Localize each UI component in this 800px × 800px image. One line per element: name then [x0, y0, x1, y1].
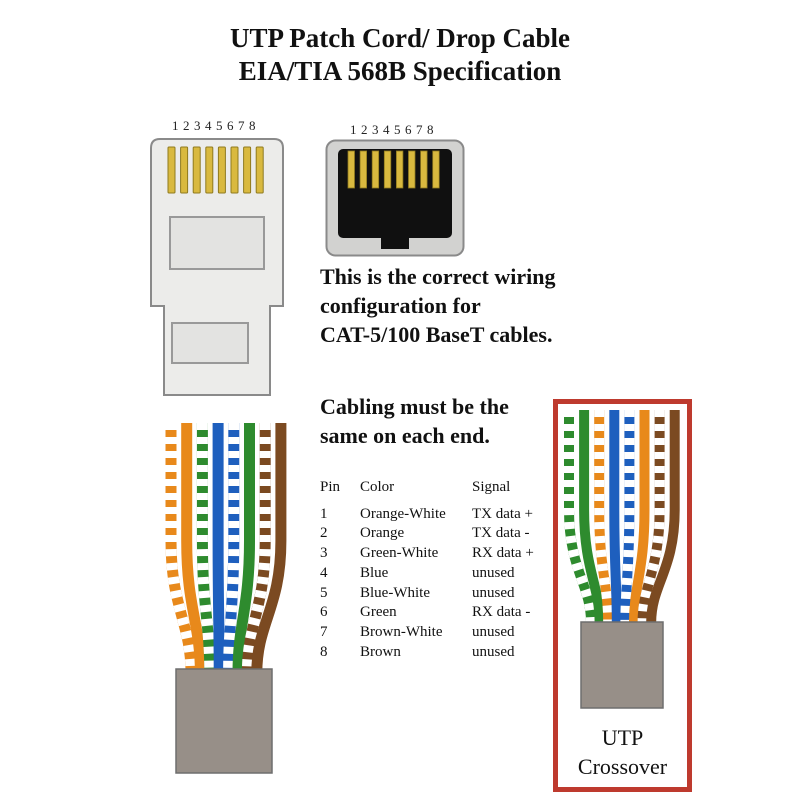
wire-brown-white [637, 410, 665, 660]
pinout-cell: Green [360, 604, 397, 621]
wire-blue-white [620, 410, 635, 660]
plug-gold-pins [167, 146, 264, 194]
pinout-cell: 3 [320, 545, 328, 562]
cabling-note: Cabling must be the same on each end. [320, 394, 509, 448]
page-title-line1: UTP Patch Cord/ Drop Cable [229, 23, 570, 53]
pinout-cell: unused [472, 643, 515, 660]
pinout-cell: RX data - [472, 604, 531, 621]
plug-pin-numbers: 12345678 [172, 118, 260, 133]
wire-orange-white [594, 410, 614, 660]
wire-blue [212, 423, 225, 723]
wire-brown [646, 410, 680, 660]
pinout-table: Pin Color Signal 1 Orange-White TX data + 2 Ora… [320, 478, 577, 662]
pinout-cell: unused [472, 584, 515, 601]
cable-jacket [580, 621, 664, 709]
jack-latch-notch [381, 238, 409, 249]
crossover-label: UTP Crossover [577, 725, 668, 779]
wiring-note: This is the correct wiring configuration… [320, 264, 556, 347]
straight-cable-diagram [165, 423, 287, 774]
crossover-cable-diagram [564, 410, 680, 709]
pinout-cell: TX data + [472, 505, 533, 522]
pinout-cell: Orange [360, 525, 405, 542]
pinout-cell: unused [472, 623, 515, 640]
plug-contact-window [169, 216, 265, 270]
wire-orange [181, 423, 206, 723]
rj45-jack-diagram [325, 139, 465, 257]
page-title-line2: EIA/TIA 568B Specification [238, 56, 562, 86]
wire-green [232, 423, 255, 723]
pinout-header-pin: Pin [320, 479, 341, 495]
pinout-cell: 1 [320, 505, 328, 522]
wire-green-white [564, 410, 596, 660]
jack-gold-pins [347, 150, 440, 189]
pinout-cell: 8 [320, 643, 328, 660]
pinout-cell: Brown-White [360, 623, 443, 640]
wire-green [579, 410, 605, 660]
wire-brown [251, 423, 287, 723]
jack-pin-numbers: 12345678 [350, 122, 438, 137]
wire-orange [629, 410, 650, 660]
pinout-cell: 2 [320, 525, 328, 542]
plug-latch-window [171, 322, 249, 364]
wire-stripe-orange-white [165, 423, 197, 723]
wire-blue [609, 410, 622, 660]
pinout-cell: 6 [320, 604, 328, 621]
pinout-cell: TX data - [472, 525, 530, 542]
pinout-cell: unused [472, 564, 515, 581]
pinout-header-color: Color [360, 479, 395, 495]
pinout-header-signal: Signal [472, 479, 511, 495]
pinout-cell: Blue [360, 564, 389, 581]
rj45-plug-diagram [150, 138, 284, 396]
pinout-cell: 4 [320, 564, 328, 581]
wire-stripe-brown-white [241, 423, 271, 723]
pinout-cell: Green-White [360, 545, 439, 562]
page-title: UTP Patch Cord/ Drop Cable EIA/TIA 568B … [0, 22, 800, 88]
wire-stripe-green-white [196, 423, 216, 723]
cable-jacket [175, 668, 273, 774]
pinout-cell: RX data + [472, 545, 534, 562]
wire-stripe-blue-white [223, 423, 240, 723]
pinout-cell: Orange-White [360, 505, 446, 522]
crossover-panel: UTP Crossover [553, 399, 692, 792]
pinout-cell: 5 [320, 584, 328, 601]
pinout-cell: Blue-White [360, 584, 430, 601]
pinout-cell: Brown [360, 643, 401, 660]
pinout-cell: 7 [320, 623, 328, 640]
